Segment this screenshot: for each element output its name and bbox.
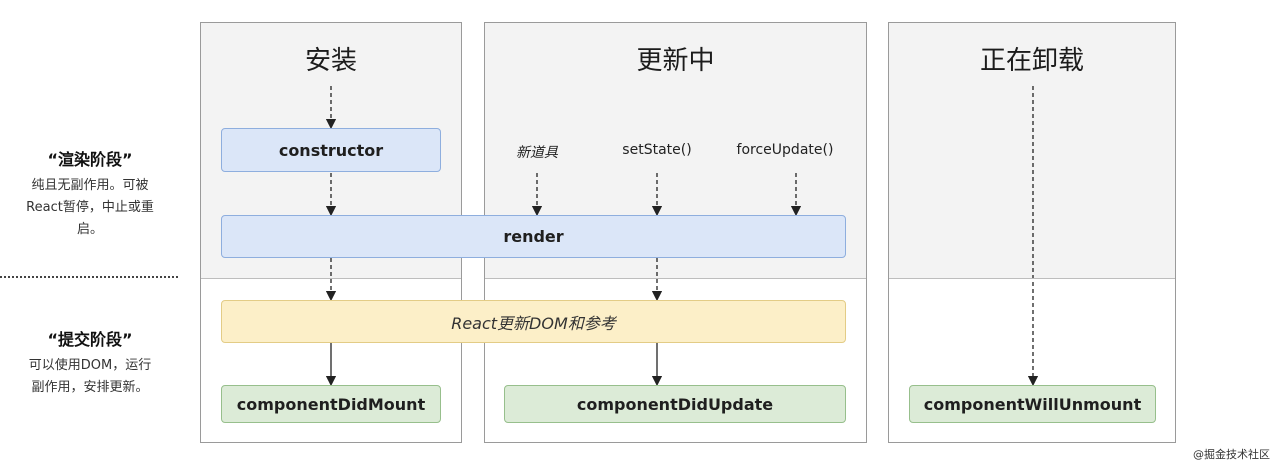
commit-phase-description: 可以使用DOM，运行 副作用，安排更新。 [5, 355, 175, 399]
component-will-unmount-box: componentWillUnmount [909, 385, 1156, 423]
mounting-column-title: 安装 [304, 46, 357, 76]
component-did-mount-box: componentDidMount [221, 385, 441, 423]
column-phase-divider [201, 278, 461, 279]
updating-column-title: 更新中 [636, 46, 715, 76]
commit-phase-desc-line: 可以使用DOM，运行 [28, 358, 152, 373]
constructor-box: constructor [221, 128, 441, 172]
column-phase-divider [889, 278, 1175, 279]
render-phase-title: “渲染阶段” [47, 150, 133, 169]
force-update-trigger: forceUpdate() [736, 142, 834, 158]
commit-phase-title: “提交阶段” [47, 330, 133, 349]
commit-phase-desc-line: 副作用，安排更新。 [31, 380, 149, 395]
unmounting-column [888, 22, 1176, 443]
render-phase-description: 纯且无副作用。可被 React暂停，中止或重 启。 [5, 175, 175, 241]
watermark: @掘金技术社区 [1193, 448, 1270, 461]
react-updates-dom-box: React更新DOM和参考 [221, 300, 846, 343]
set-state-trigger: setState() [622, 142, 692, 158]
render-phase-desc-line: 启。 [76, 222, 103, 237]
unmounting-column-title: 正在卸载 [979, 46, 1084, 76]
render-phase-desc-line: 纯且无副作用。可被 [31, 178, 149, 193]
render-phase-desc-line: React暂停，中止或重 [26, 200, 154, 215]
render-box: render [221, 215, 846, 258]
column-phase-divider [485, 278, 866, 279]
new-props-trigger: 新道具 [516, 145, 558, 161]
component-did-update-box: componentDidUpdate [504, 385, 846, 423]
phase-separator [0, 276, 178, 278]
